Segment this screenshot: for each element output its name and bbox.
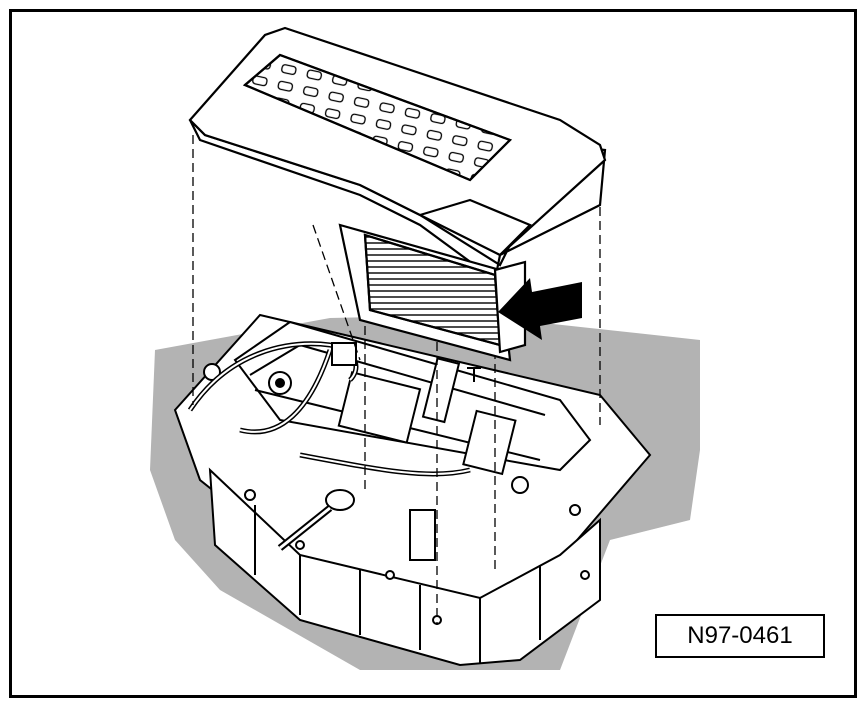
housing-base [173, 313, 652, 667]
arrow-pointer [498, 278, 582, 340]
figure-code: N97-0461 [687, 622, 793, 649]
control-unit-cover [188, 26, 607, 362]
figure-code-label: N97-0461 [655, 614, 825, 658]
mounting-screw [467, 367, 481, 382]
harness-connector [331, 342, 357, 366]
